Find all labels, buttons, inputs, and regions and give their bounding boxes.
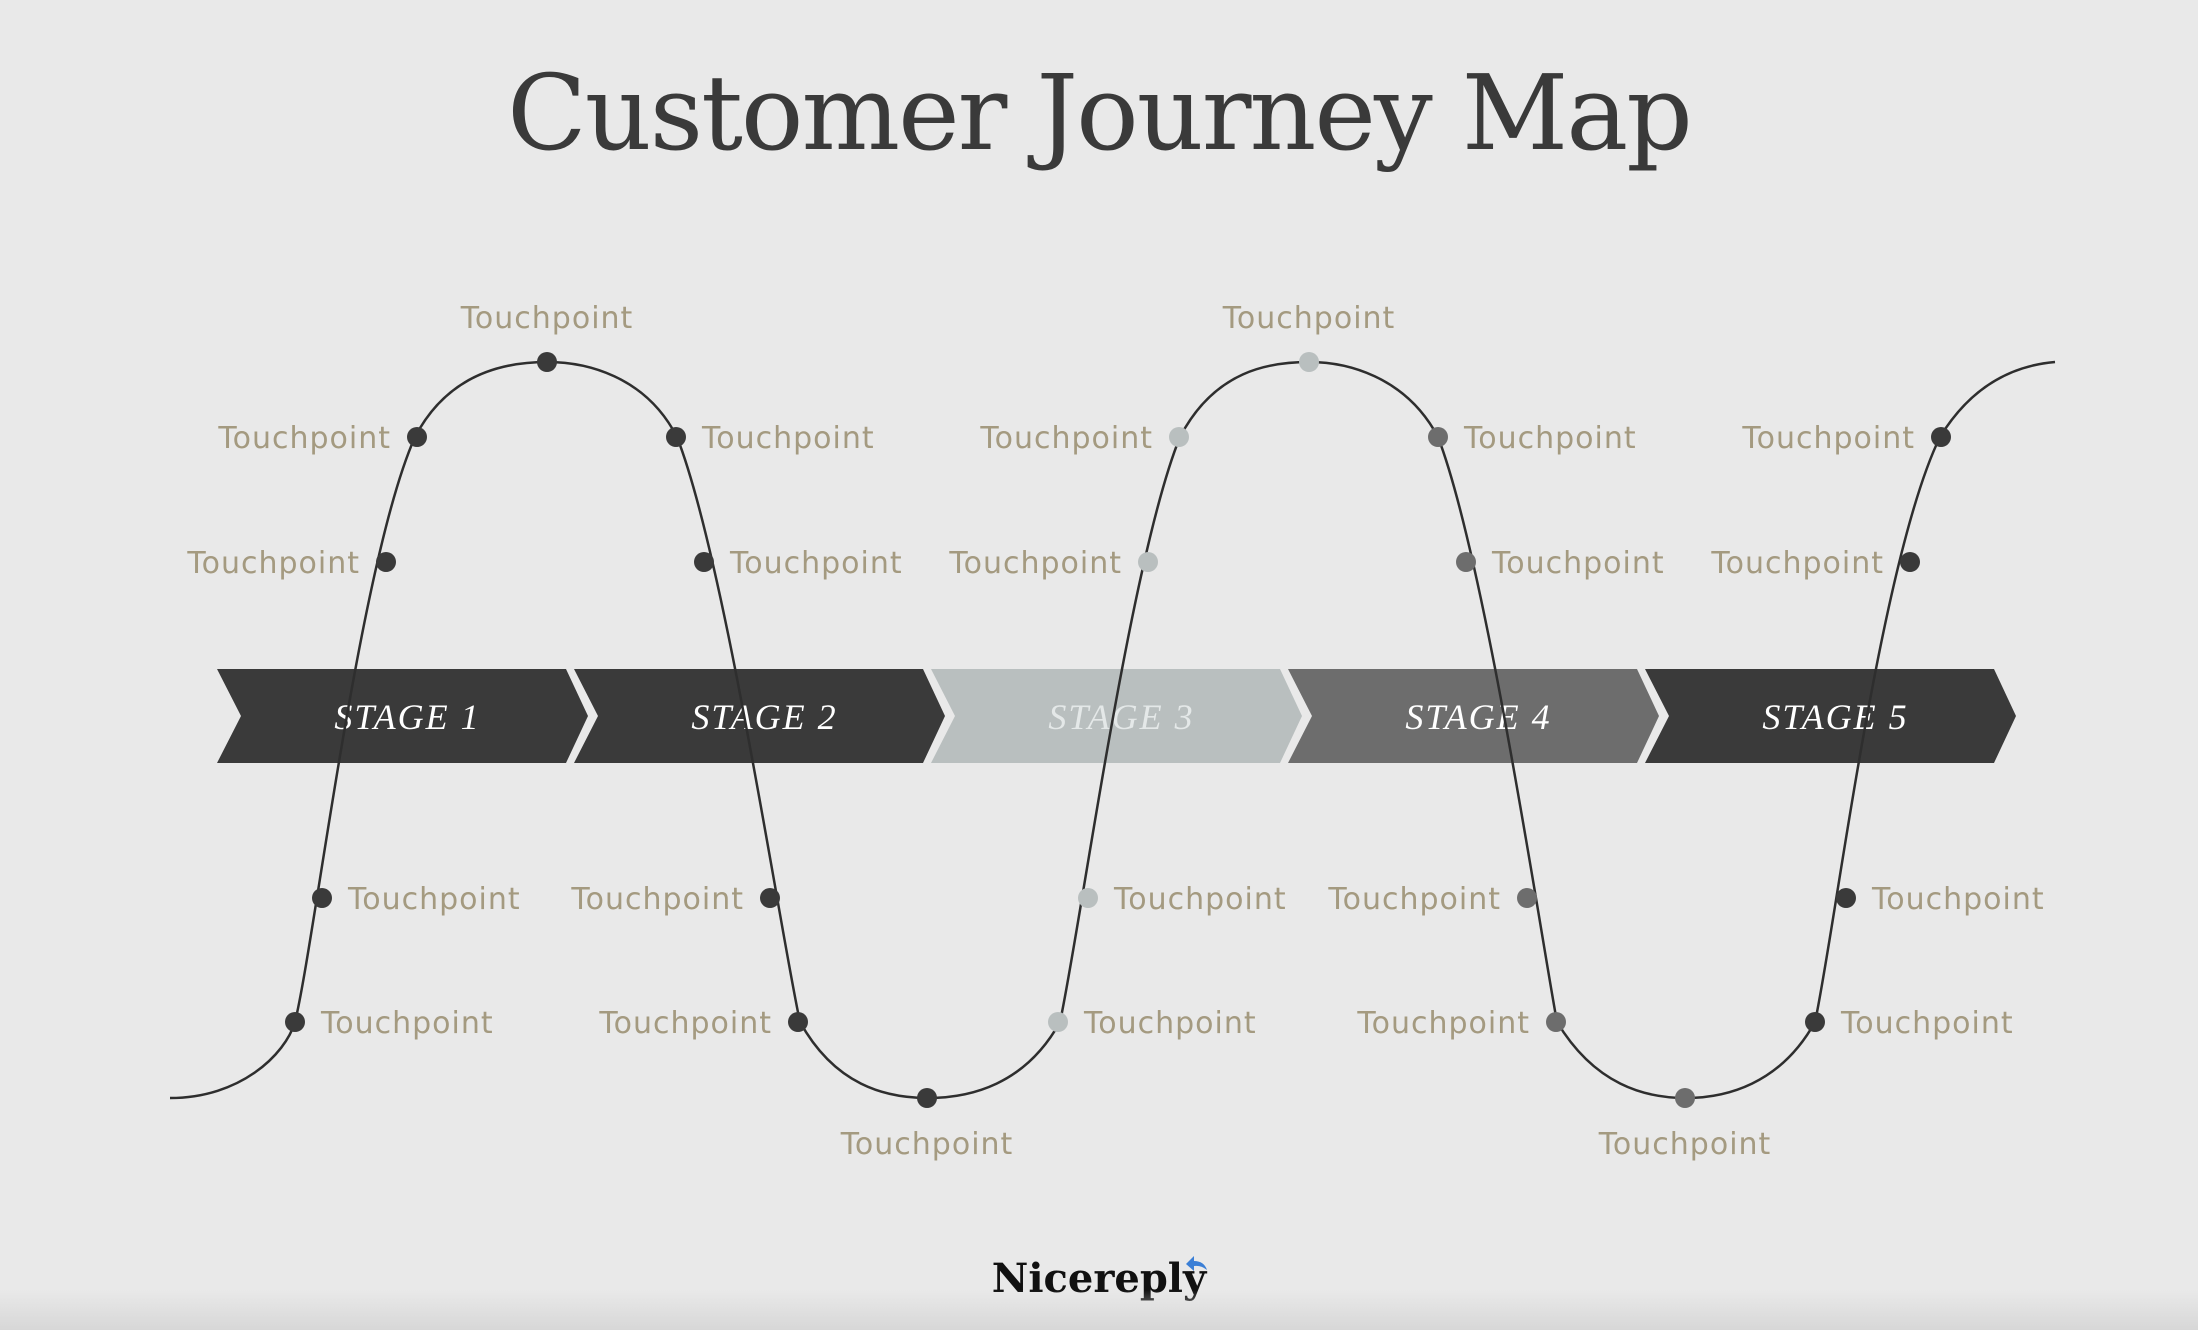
touchpoint-dot [788, 1012, 808, 1032]
touchpoint-label: Touchpoint [1710, 546, 1884, 581]
touchpoint: Touchpoint [598, 1006, 808, 1041]
touchpoint: Touchpoint [1048, 1006, 1257, 1041]
stage-4: STAGE 4 [1288, 669, 1659, 763]
touchpoint-label: Touchpoint [1327, 882, 1501, 917]
touchpoint: Touchpoint [1456, 546, 1665, 581]
touchpoint-label: Touchpoint [1222, 301, 1396, 336]
stage-chevron [217, 669, 588, 763]
touchpoint-label: Touchpoint [701, 421, 875, 456]
touchpoint: Touchpoint [1327, 882, 1537, 917]
touchpoint-dot [1836, 888, 1856, 908]
touchpoint-dot [1805, 1012, 1825, 1032]
touchpoint-dot [1931, 427, 1951, 447]
stage-label: STAGE 2 [691, 697, 837, 737]
touchpoint: Touchpoint [948, 546, 1158, 581]
touchpoint-dot [1078, 888, 1098, 908]
touchpoint-label: Touchpoint [1598, 1127, 1772, 1162]
touchpoint-label: Touchpoint [979, 421, 1153, 456]
touchpoint: Touchpoint [1805, 1006, 2014, 1041]
touchpoint: Touchpoint [217, 421, 427, 456]
touchpoint: Touchpoint [1428, 421, 1637, 456]
touchpoint-label: Touchpoint [1113, 882, 1287, 917]
touchpoint: Touchpoint [285, 1006, 494, 1041]
touchpoint-dot [1048, 1012, 1068, 1032]
touchpoint-dot [407, 427, 427, 447]
touchpoint: Touchpoint [570, 882, 780, 917]
stage-label: STAGE 3 [1048, 697, 1194, 737]
touchpoint-label: Touchpoint [840, 1127, 1014, 1162]
touchpoint-label: Touchpoint [460, 301, 634, 336]
touchpoint: Touchpoint [1078, 882, 1287, 917]
touchpoint-label: Touchpoint [186, 546, 360, 581]
stage-label: STAGE 4 [1405, 697, 1551, 737]
touchpoint-label: Touchpoint [729, 546, 903, 581]
stage-chevron [1645, 669, 2016, 763]
touchpoint: Touchpoint [1836, 882, 2045, 917]
touchpoint-dot [760, 888, 780, 908]
touchpoint-label: Touchpoint [1741, 421, 1915, 456]
touchpoint: Touchpoint [1356, 1006, 1566, 1041]
touchpoint: Touchpoint [186, 546, 396, 581]
stage-5: STAGE 5 [1645, 669, 2016, 763]
page-title: Customer Journey Map [507, 52, 1693, 174]
touchpoint-label: Touchpoint [1491, 546, 1665, 581]
touchpoint-dot [1456, 552, 1476, 572]
touchpoint-dot [1299, 352, 1319, 372]
stage-label: STAGE 1 [334, 697, 480, 737]
touchpoint-label: Touchpoint [570, 882, 744, 917]
touchpoint: Touchpoint [979, 421, 1189, 456]
touchpoint-label: Touchpoint [948, 546, 1122, 581]
touchpoint: Touchpoint [312, 882, 521, 917]
touchpoint-dot [537, 352, 557, 372]
touchpoint-dot [1900, 552, 1920, 572]
touchpoint-label: Touchpoint [217, 421, 391, 456]
touchpoint-dot [312, 888, 332, 908]
touchpoint-label: Touchpoint [1356, 1006, 1530, 1041]
logo-arrow-icon [1182, 1252, 1210, 1277]
touchpoint: Touchpoint [1598, 1088, 1772, 1162]
touchpoint-dot [285, 1012, 305, 1032]
stages-layer: STAGE 1 STAGE 2 STAGE 3 STAGE 4 STAGE 5 [217, 669, 2016, 763]
touchpoint-dot [1517, 888, 1537, 908]
touchpoint-dot [917, 1088, 937, 1108]
touchpoint-label: Touchpoint [1871, 882, 2045, 917]
journey-curve [169, 360, 2056, 1100]
touchpoint-dot [1428, 427, 1448, 447]
touchpoint-dot [376, 552, 396, 572]
touchpoint-dot [1138, 552, 1158, 572]
touchpoint-dot [1675, 1088, 1695, 1108]
stage-chevron [931, 669, 1302, 763]
touchpoint: Touchpoint [1741, 421, 1951, 456]
touchpoint-label: Touchpoint [1463, 421, 1637, 456]
touchpoint-dot [1169, 427, 1189, 447]
stage-1: STAGE 1 [217, 669, 588, 763]
touchpoint-dot [1546, 1012, 1566, 1032]
touchpoint: Touchpoint [666, 421, 875, 456]
touchpoint-label: Touchpoint [1083, 1006, 1257, 1041]
stage-2: STAGE 2 [574, 669, 945, 763]
touchpoint-label: Touchpoint [347, 882, 521, 917]
touchpoint: Touchpoint [840, 1088, 1014, 1162]
stage-3: STAGE 3 [931, 669, 1302, 763]
touchpoint-dot [694, 552, 714, 572]
touchpoint: Touchpoint [1222, 301, 1396, 372]
touchpoint-dot [666, 427, 686, 447]
stage-chevron [1288, 669, 1659, 763]
touchpoint-label: Touchpoint [1840, 1006, 2014, 1041]
touchpoint-label: Touchpoint [320, 1006, 494, 1041]
touchpoint-label: Touchpoint [598, 1006, 772, 1041]
bottom-shade [0, 1290, 2198, 1330]
touchpoint: Touchpoint [694, 546, 903, 581]
touchpoint: Touchpoint [1710, 546, 1920, 581]
stage-label: STAGE 5 [1762, 697, 1908, 737]
stage-chevron [574, 669, 945, 763]
touchpoint: Touchpoint [460, 301, 634, 372]
